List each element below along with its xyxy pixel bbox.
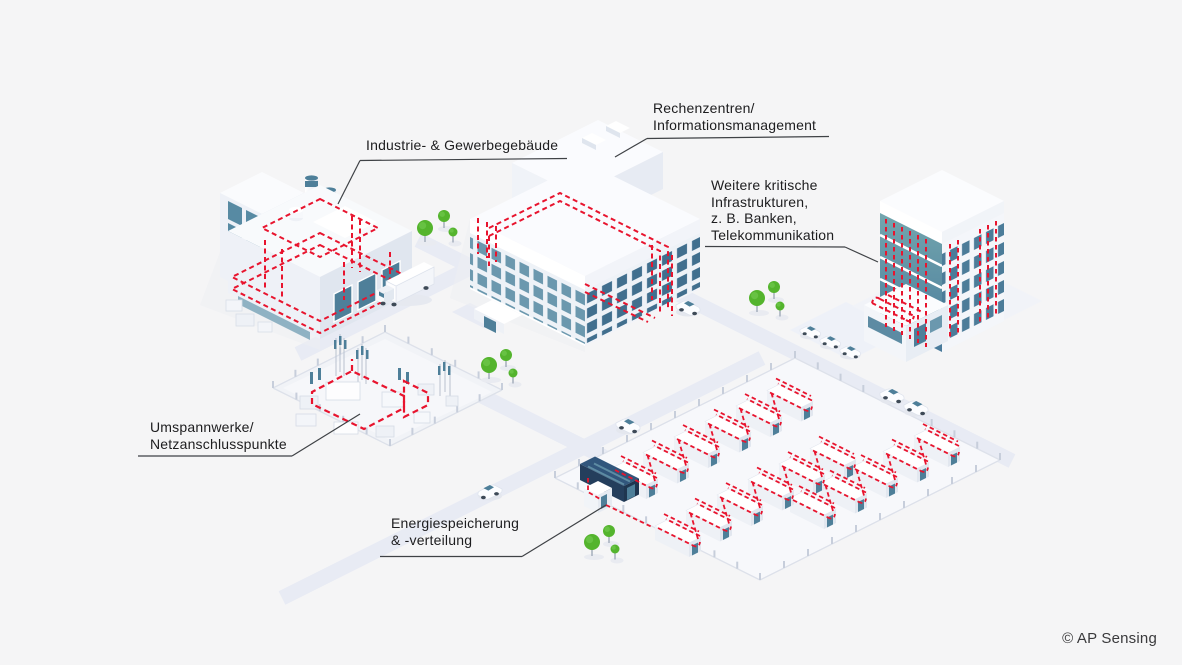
leader-line — [614, 137, 648, 158]
service-building — [584, 481, 612, 513]
tree-icon — [749, 290, 769, 316]
battery-storage-yard — [554, 351, 1001, 581]
label-energy-storage: Energiespeicherung & -verteilung — [391, 515, 520, 548]
leader-line — [521, 504, 607, 558]
leader-line — [291, 413, 361, 457]
entrance-canopy — [474, 300, 522, 324]
label-industrial-buildings: Industrie- & Gewerbegebäude — [366, 137, 559, 153]
tree-icon — [610, 544, 624, 564]
roof-vent — [582, 121, 630, 150]
car-icon — [879, 388, 905, 405]
tree-icon — [775, 301, 789, 321]
label-substations: Umspannwerke/ Netzanschlusspunkte — [150, 419, 287, 452]
transformer-units — [295, 381, 459, 438]
substation — [272, 325, 503, 447]
label-other-critical-infrastructure: Weitere kritische Infrastrukturen, z. B.… — [711, 177, 835, 243]
sensing-cable — [871, 294, 923, 323]
label-lines — [138, 135, 879, 558]
tree-icon — [584, 534, 604, 560]
battery-containers — [611, 384, 961, 557]
tree-icon — [508, 368, 522, 388]
insulator-stacks — [310, 336, 451, 384]
truck — [377, 262, 435, 307]
sensing-cable — [310, 359, 430, 431]
office-tower-building — [864, 170, 1004, 362]
factory-building — [200, 172, 412, 350]
road — [278, 351, 766, 605]
label-data-centers: Rechenzentren/ Informationsmanagement — [653, 100, 817, 133]
tree-icon — [481, 357, 501, 383]
entrance-door — [484, 316, 496, 333]
windshield — [379, 291, 384, 298]
car-icon — [477, 484, 503, 501]
leader-line — [844, 246, 879, 263]
data-center-building — [450, 120, 700, 352]
tree-icon — [448, 227, 462, 247]
road — [466, 383, 614, 467]
window-grid — [470, 233, 585, 344]
window-grid — [585, 233, 700, 344]
car-icon — [903, 400, 929, 417]
tree-icon — [500, 349, 516, 371]
tree-icon — [768, 281, 784, 303]
equipment-boxes — [225, 299, 273, 333]
label-underline — [704, 245, 846, 248]
leader-line — [337, 160, 361, 205]
sensing-cable — [229, 197, 411, 335]
fence — [272, 325, 503, 447]
tree-icon — [603, 525, 619, 547]
sensing-cable — [477, 191, 673, 323]
label-underline — [359, 157, 568, 162]
window-band — [238, 296, 310, 340]
copyright-notice: © AP Sensing — [1062, 630, 1157, 647]
sensing-cable — [587, 478, 653, 528]
trees — [417, 210, 789, 564]
label-underline — [646, 135, 830, 140]
tree-icon — [417, 220, 437, 246]
sensing-cable — [614, 377, 960, 548]
